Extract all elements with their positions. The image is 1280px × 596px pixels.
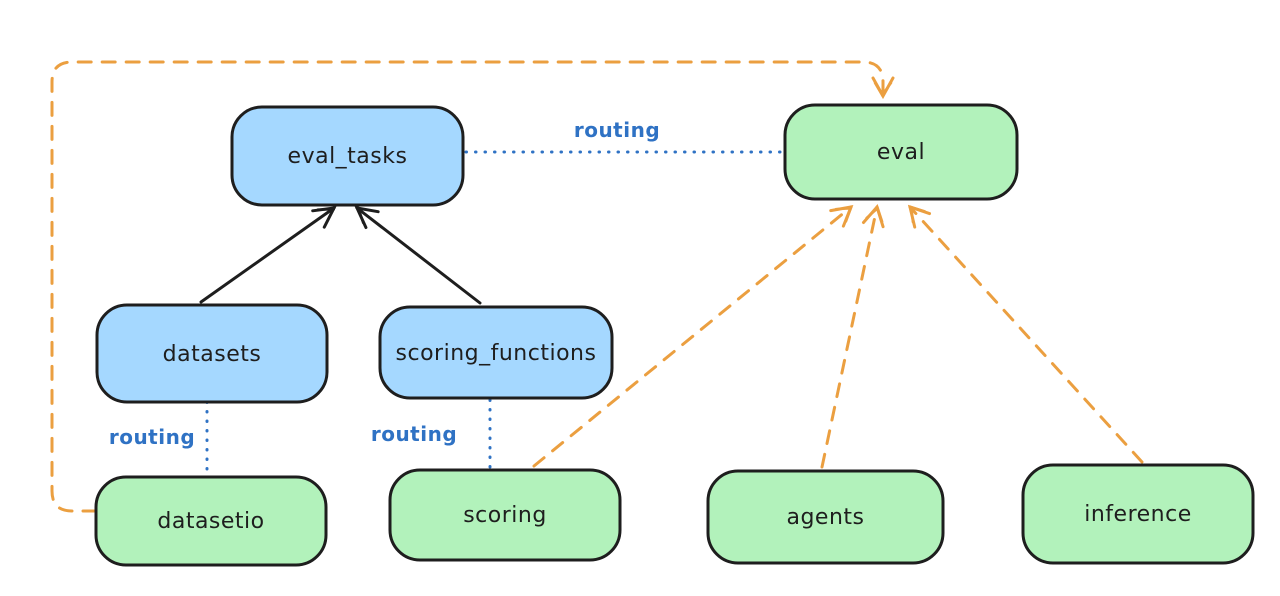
node-eval-tasks: eval_tasks	[230, 105, 465, 207]
routing-label-scoring: routing	[371, 422, 457, 446]
routing-label-datasets: routing	[109, 425, 195, 449]
node-eval: eval	[783, 103, 1019, 201]
edge-datasets-to-eval-tasks	[199, 206, 337, 304]
node-eval-label: eval	[877, 140, 925, 165]
node-agents-box	[706, 469, 945, 565]
node-inference-label: inference	[1084, 502, 1192, 527]
node-datasetio-label: datasetio	[157, 509, 264, 534]
edge-agents-to-eval	[820, 203, 885, 469]
node-scoring-label: scoring	[463, 503, 547, 528]
node-eval-tasks-box	[230, 105, 465, 207]
node-eval-tasks-label: eval_tasks	[288, 144, 408, 169]
node-scoring-box	[388, 468, 622, 562]
node-scoring-functions-label: scoring_functions	[396, 341, 597, 366]
node-scoring: scoring	[388, 468, 622, 562]
node-scoring-functions-box	[378, 305, 614, 400]
node-eval-box	[783, 103, 1019, 201]
edge-datasetio-to-eval	[50, 60, 895, 513]
edge-inference-to-eval	[907, 204, 1144, 464]
node-inference-box	[1021, 463, 1255, 565]
node-scoring-functions: scoring_functions	[378, 305, 614, 400]
node-inference: inference	[1021, 463, 1255, 565]
node-datasetio: datasetio	[94, 475, 328, 567]
node-datasetio-box	[94, 475, 328, 567]
routing-label-top: routing	[574, 118, 660, 142]
edge-scoring-functions-to-eval-tasks	[354, 206, 482, 305]
node-datasets-label: datasets	[163, 342, 262, 367]
node-datasets-box	[95, 303, 329, 404]
node-agents-label: agents	[786, 505, 864, 530]
edge-scoring-to-eval	[532, 205, 854, 468]
node-agents: agents	[706, 469, 945, 565]
node-datasets: datasets	[95, 303, 329, 404]
